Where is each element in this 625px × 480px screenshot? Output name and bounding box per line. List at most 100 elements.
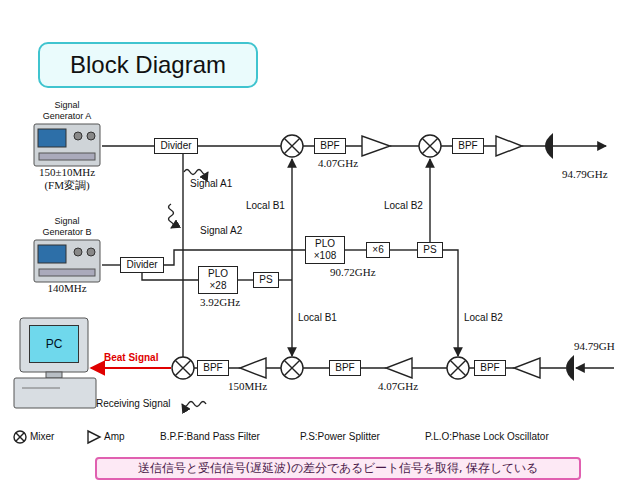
antenna (566, 355, 574, 381)
mixer-symbol (447, 357, 469, 379)
node-text: 150±10MHz (FM変調) (32, 166, 102, 192)
caption-box: 送信信号と受信信号(遅延波)の差分であるビート信号を取得, 保存している (95, 457, 581, 480)
frequency-label: 3.92GHz (200, 296, 240, 309)
monitor-frame (20, 318, 88, 372)
mixer-cross (450, 360, 466, 376)
legend-text: Amp (104, 431, 125, 443)
signal-label: Receiving Signal (96, 398, 171, 410)
frequency-label: 150MHz (228, 380, 267, 393)
frequency-label: 90.72GHz (330, 266, 376, 279)
amp-symbol (88, 431, 100, 443)
mixer-symbol (172, 357, 194, 379)
filter-box: BPF (329, 360, 360, 376)
node-text: PLO ×28 (203, 268, 233, 292)
connector-line (102, 264, 120, 265)
mixer-symbol (281, 135, 303, 157)
mixer-cross (175, 360, 191, 376)
drawing-part (447, 357, 469, 379)
drawing-part (281, 357, 303, 379)
oscillator-box: PLO ×28 (198, 266, 238, 294)
generator-keys (39, 153, 95, 160)
filter-box: BPF (314, 138, 345, 154)
local-b2-arrow (430, 250, 458, 356)
generator-knob (74, 248, 82, 256)
connector-line (238, 279, 253, 280)
frequency-label: 4.07GHz (378, 380, 418, 393)
connector-line (102, 145, 154, 146)
node-text: Divider (160, 140, 191, 152)
generator-keys (39, 269, 95, 276)
node-text: Divider (126, 259, 157, 271)
filter-box: BPF (197, 360, 228, 376)
node-text: ×6 (372, 244, 383, 256)
generator-screen (38, 245, 66, 263)
frequency-label: 94.79GH (574, 340, 615, 353)
splitter-box: PS (417, 242, 442, 258)
transmit-wire (176, 145, 546, 146)
node-text: BPF (203, 362, 222, 374)
legend-text: P.L.O:Phase Lock Oscillator (425, 431, 549, 443)
drive-slot (22, 388, 60, 389)
node-text: Signal Generator A (39, 100, 95, 122)
connector-line (345, 249, 366, 250)
node-text: Signal Generator B (39, 216, 95, 238)
oscillator-box: PLO ×108 (305, 236, 345, 264)
signal-a2-wire (182, 146, 183, 357)
drawing-part (172, 357, 194, 379)
signal-label: Beat Signal (104, 352, 158, 364)
signal-label: Signal A2 (200, 225, 242, 237)
amp-symbol (514, 358, 540, 378)
divider-box: Divider (120, 257, 163, 273)
mixer-symbol (281, 357, 303, 379)
signal-generator (34, 240, 100, 282)
local-b1-arrow (291, 159, 292, 280)
generator-knob (87, 248, 95, 256)
mixer-cross (284, 360, 300, 376)
mixer-cross (284, 138, 300, 154)
node-text: BPF (458, 140, 477, 152)
signal-generator (34, 124, 100, 166)
signal-label: Local B1 (246, 200, 285, 212)
frequency-label: 94.79GHz (562, 168, 608, 181)
beat-arrow (91, 367, 171, 369)
signal-label: Local B1 (298, 312, 337, 324)
connector-line (390, 249, 418, 250)
node-text: 140MHz (32, 282, 102, 295)
mixer-cross (422, 138, 438, 154)
generator-knob (74, 132, 82, 140)
node-text: PS (259, 274, 272, 286)
amp-symbol (386, 358, 412, 378)
node-text: PLO ×108 (310, 238, 340, 262)
signal-generator: Signal Generator A 150±10MHz (FM変調) (32, 100, 102, 192)
transmit-arrow (553, 145, 606, 146)
wavy-arrow (182, 402, 206, 407)
legend-text: B.P.F:Band Pass Filter (160, 431, 260, 443)
amp-symbol (240, 358, 266, 378)
divider-box: Divider (154, 138, 197, 154)
generator-body (34, 240, 100, 282)
connector-line (142, 273, 198, 280)
mixer-symbol (419, 135, 441, 157)
node-text: BPF (320, 140, 339, 152)
connector-line (164, 250, 305, 265)
drawing-part (419, 135, 441, 157)
receive-arrow (576, 367, 614, 368)
generator-body (34, 124, 100, 166)
mixer-cross (16, 433, 24, 441)
computer-case (14, 378, 96, 408)
pc-screen: PC (29, 325, 79, 363)
frequency-label: 4.07GHz (318, 157, 358, 170)
computer (14, 318, 96, 408)
node-text: PS (423, 244, 436, 256)
signal-label: Signal A1 (190, 178, 232, 190)
multiplier-box: ×6 (366, 242, 389, 258)
local-b1-arrow (291, 280, 292, 356)
amplifiers (88, 136, 540, 443)
drawing-part (281, 135, 303, 157)
signal-label: Local B2 (464, 312, 503, 324)
mixer-symbol (14, 431, 26, 443)
antenna (545, 133, 553, 159)
node-text: BPF (480, 362, 499, 374)
signal-wires (169, 146, 615, 407)
wavy-arrow (169, 204, 174, 228)
